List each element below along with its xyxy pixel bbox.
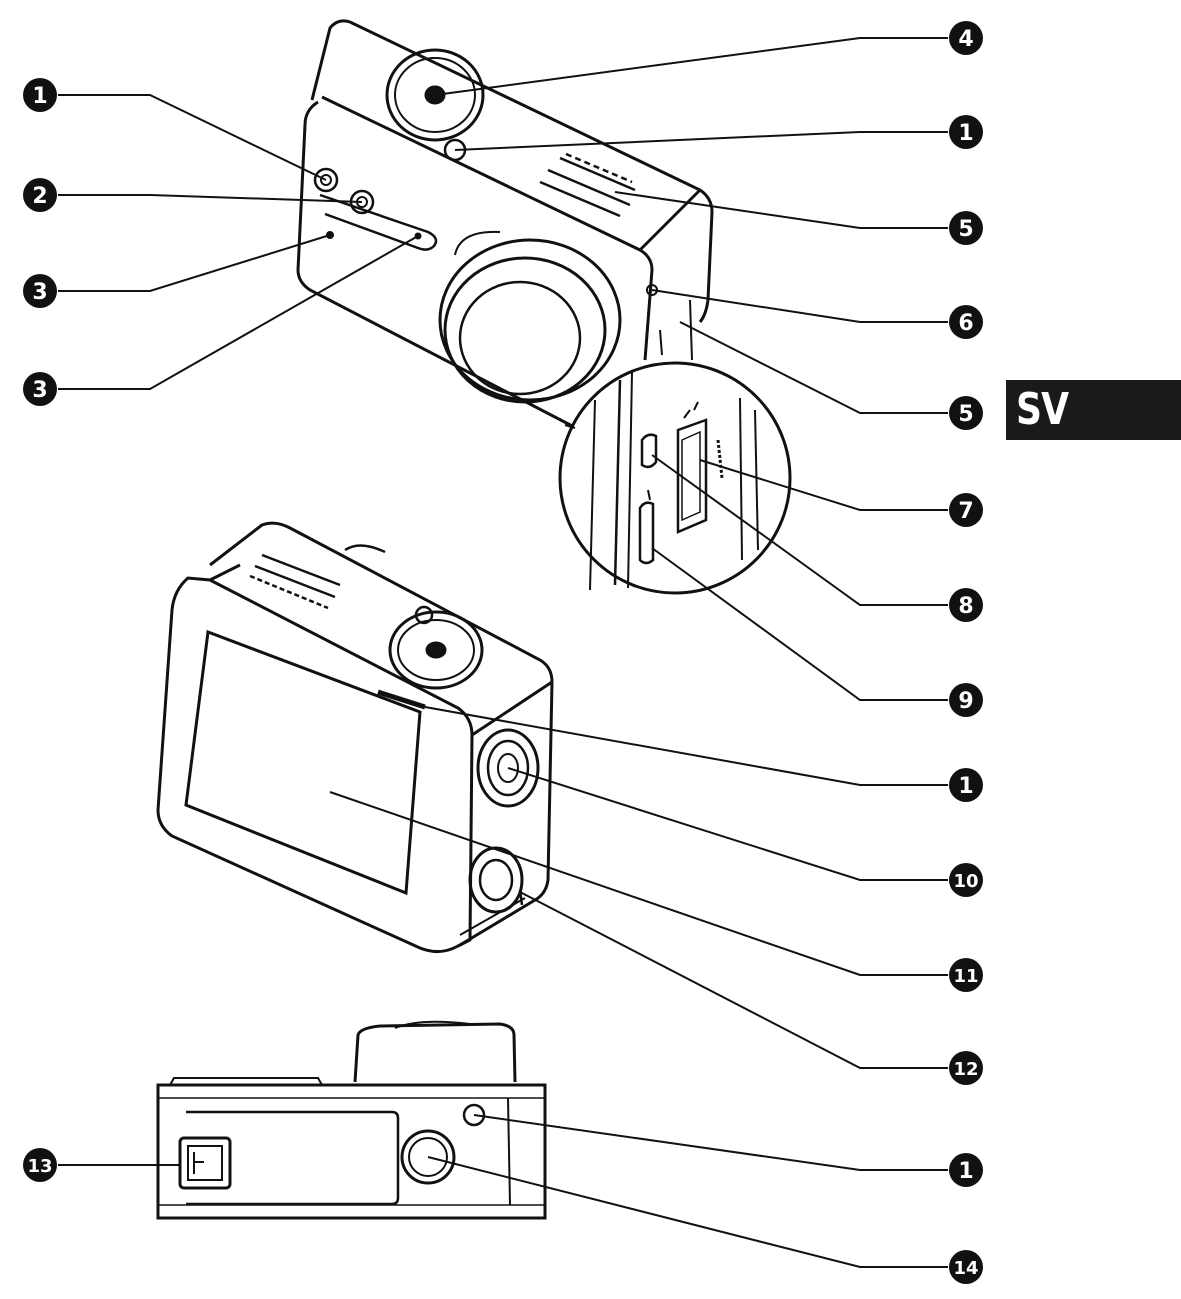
callout-6: 6	[949, 305, 983, 339]
side-ports-zoom-view	[558, 361, 792, 595]
callout-1-right-top: 1	[949, 115, 983, 149]
callout-1-left-top: 1	[23, 78, 57, 112]
callout-3-lower: 3	[23, 372, 57, 406]
callout-number-4: 4	[958, 27, 973, 52]
callout-number: 9	[958, 689, 973, 714]
callout-number: 12	[953, 1059, 978, 1080]
callout-13: 13	[23, 1148, 57, 1182]
callout-number: 14	[953, 1258, 978, 1279]
callout-number: 6	[958, 311, 973, 336]
callout-4: 4 4	[949, 21, 983, 55]
callout-number: 1	[958, 1159, 973, 1184]
callout-7: 7	[949, 493, 983, 527]
camera-back-view	[156, 521, 554, 953]
callout-9: 9	[949, 683, 983, 717]
callout-3-upper: 3	[23, 274, 57, 308]
callout-number: 5	[958, 217, 973, 242]
callout-number: 7	[958, 499, 973, 524]
callout-10: 10	[949, 863, 983, 897]
callout-number: 5	[958, 402, 973, 427]
callout-number: 10	[953, 871, 978, 892]
camera-bottom-view	[156, 1020, 547, 1220]
callout-number: 3	[32, 280, 47, 305]
callout-number: 2	[32, 184, 47, 209]
callout-11: 11	[949, 958, 983, 992]
callout-1-right-bottom: 1	[949, 1153, 983, 1187]
callout-number: 11	[953, 966, 978, 987]
callout-number: 1	[32, 84, 47, 109]
callout-5-lower: 5	[949, 396, 983, 430]
callout-12: 12	[949, 1051, 983, 1085]
callout-number: 8	[958, 594, 973, 619]
language-tab: SV	[1006, 380, 1181, 440]
callout-number: 3	[32, 378, 47, 403]
leader-lines	[58, 37, 948, 1268]
callout-number: 13	[27, 1156, 52, 1177]
callout-14: 14	[949, 1250, 983, 1284]
callout-8: 8	[949, 588, 983, 622]
callout-2: 2	[23, 178, 57, 212]
callout-5-upper: 5	[949, 211, 983, 245]
callout-1-right-mid: 1	[949, 768, 983, 802]
language-tab-label: SV	[1016, 384, 1069, 435]
callout-number: 1	[958, 121, 973, 146]
callout-number: 1	[958, 774, 973, 799]
